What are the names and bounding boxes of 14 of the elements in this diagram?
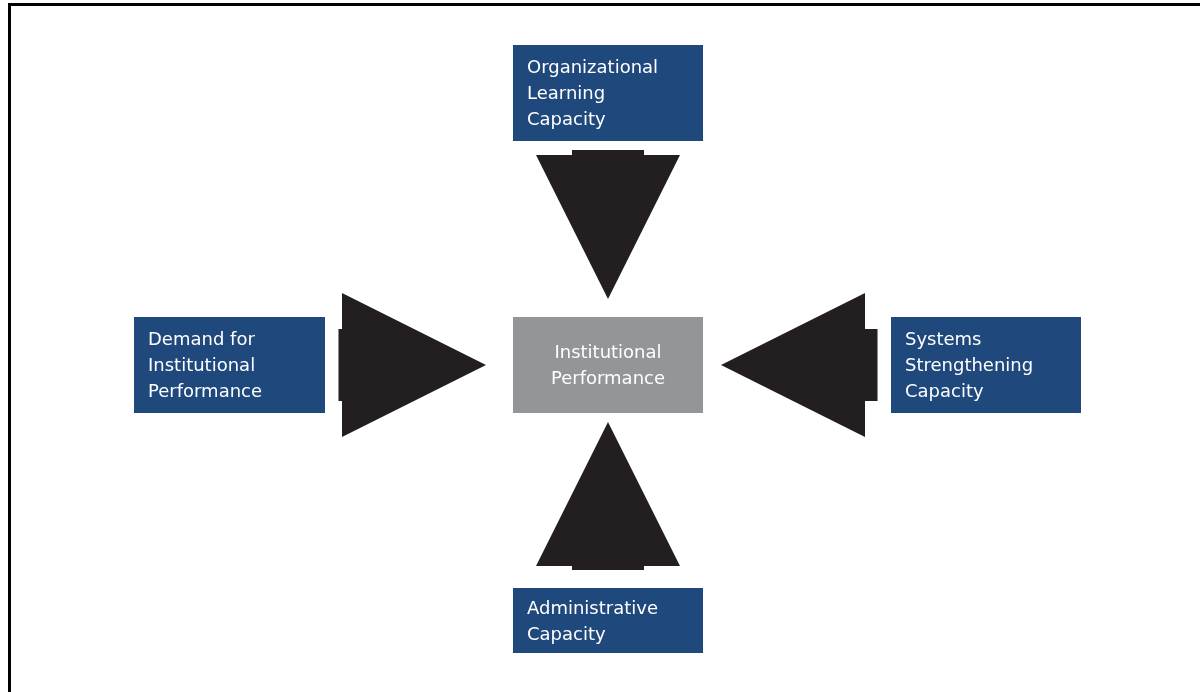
factor-box — [513, 45, 703, 141]
center-box — [513, 317, 703, 413]
block-arrow — [536, 422, 680, 570]
box-label: Administrative Capacity — [527, 595, 660, 646]
box-label: Systems Strengthening Capacity — [905, 327, 1035, 403]
block-arrow — [721, 293, 878, 437]
box-label: Organizational Learning Capacity — [527, 55, 660, 131]
factor-box — [513, 588, 703, 653]
block-arrow — [338, 293, 486, 437]
box-label: Institutional Performance — [549, 340, 667, 390]
factor-box — [134, 317, 325, 413]
block-arrow — [536, 150, 680, 299]
factor-box — [891, 317, 1081, 413]
box-label: Demand for Institutional Performance — [148, 327, 264, 403]
